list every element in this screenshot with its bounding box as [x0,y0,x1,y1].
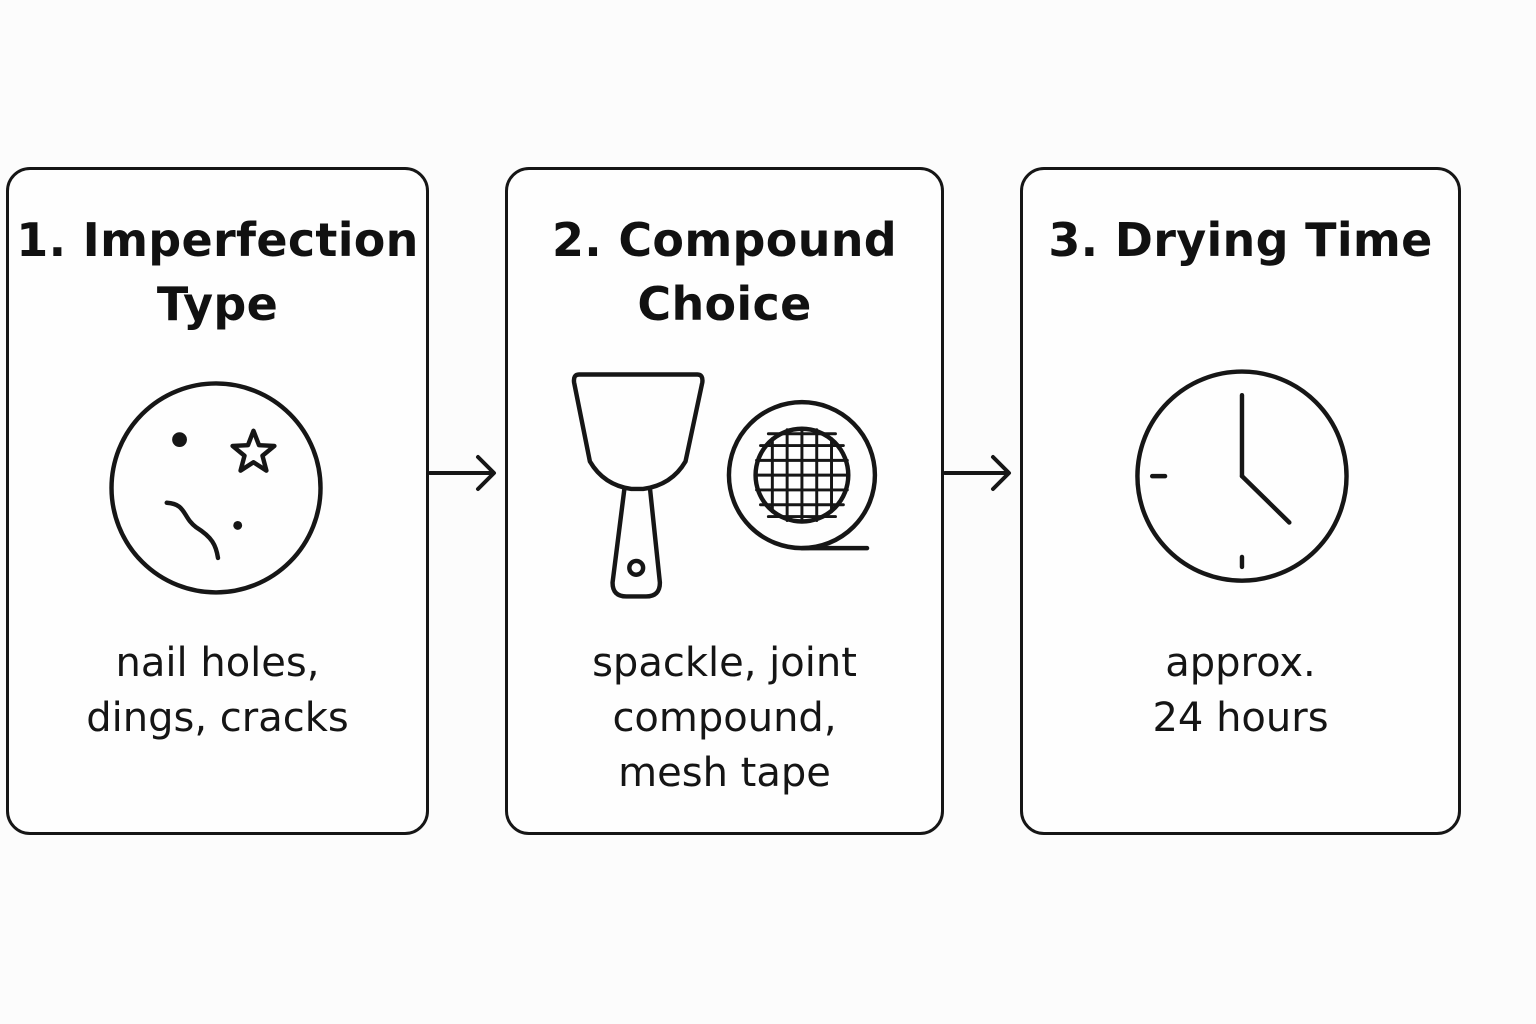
step-card-compound-choice: 2. Compound Choice [505,167,944,835]
step-description: nail holes, dings, cracks [9,636,426,746]
step-title: 2. Compound Choice [508,208,941,336]
clock-icon [1023,360,1458,610]
step-title-line: Type [156,277,279,331]
mesh-tape-roll-icon [726,399,878,551]
arrow-right-icon [428,453,500,493]
compound-tools-icons [508,360,941,610]
step-description: spackle, joint compound, mesh tape [508,636,941,801]
step-description-line: mesh tape [618,750,831,796]
step-description-line: nail holes, [115,640,320,686]
step-card-drying-time: 3. Drying Time approx. 24 hours [1020,167,1461,835]
step-title: 3. Drying Time [1023,208,1458,272]
wall-imperfections-icon [9,360,426,610]
step-description-line: spackle, joint [592,640,857,686]
step-title-line: 1. Imperfection [16,213,419,267]
step-description-line: 24 hours [1152,695,1329,741]
step-description-line: dings, cracks [86,695,349,741]
arrow-right-icon [943,453,1015,493]
step-title-line: 3. Drying Time [1048,213,1433,267]
step-description: approx. 24 hours [1023,636,1458,746]
step-description-line: compound, [612,695,837,741]
step-title: 1. Imperfection Type [9,208,426,336]
step-title-line: Choice [637,277,812,331]
step-description-line: approx. [1165,640,1316,686]
putty-knife-icon [571,372,705,599]
step-card-imperfection-type: 1. Imperfection Type nail holes, dings, … [6,167,429,835]
step-title-line: 2. Compound [551,213,898,267]
